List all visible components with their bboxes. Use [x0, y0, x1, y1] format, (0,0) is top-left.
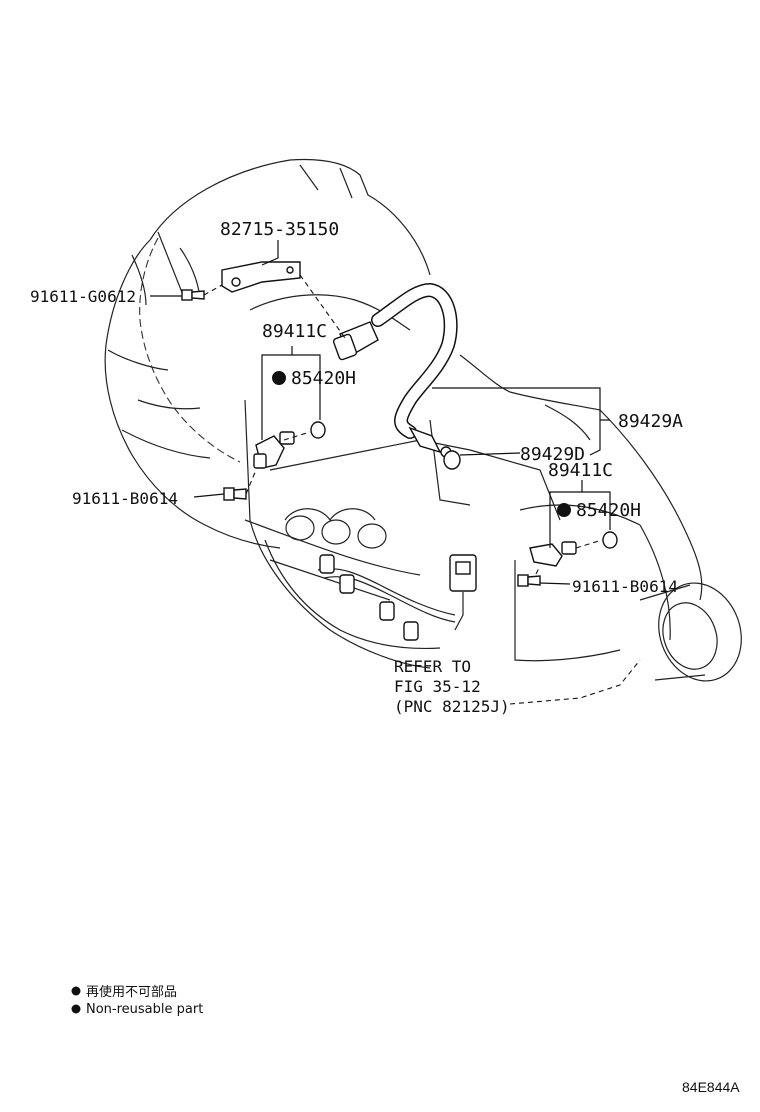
- label-sensor-right: 89411C: [548, 460, 613, 481]
- legend-text-en: Non-reusable part: [86, 1002, 203, 1017]
- non-reusable-mark-left: [272, 371, 286, 385]
- bolt-right: [517, 574, 541, 587]
- refer-line-3: (PNC 82125J): [394, 697, 510, 716]
- label-bolt-left: 91611-B0614: [72, 489, 178, 508]
- legend-dot-en: [71, 1004, 81, 1014]
- sensor-bracket: [221, 261, 301, 293]
- crank-pulley: [639, 582, 742, 682]
- non-reusable-mark-right: [557, 503, 571, 517]
- label-oring-left: 85420H: [291, 368, 356, 389]
- sensor-mid: [443, 450, 461, 470]
- label-oring-right: 85420H: [576, 500, 641, 521]
- transmission-housing: [104, 158, 431, 549]
- refer-line-2: FIG 35-12: [394, 677, 481, 696]
- legend-dot-jp: [71, 986, 81, 996]
- o-ring-right: [602, 531, 618, 549]
- leader-lines: [150, 240, 641, 705]
- o-ring-left: [310, 421, 326, 439]
- crank-sensor-left: [253, 431, 295, 469]
- bolt-top: [181, 289, 205, 301]
- figure-code: 84E844A: [682, 1079, 740, 1095]
- bolt-left: [223, 487, 247, 501]
- label-bolt-right: 91611-B0614: [572, 577, 678, 596]
- label-bolt-top: 91611-G0612: [30, 287, 136, 306]
- refer-line-1: REFER TO: [394, 657, 471, 676]
- engine-block: [244, 294, 703, 669]
- engine-wiring-harness: [317, 554, 477, 641]
- crank-sensor-right: [529, 541, 577, 567]
- label-sensor-left: 89411C: [262, 321, 327, 342]
- label-sensor-mid: 89429D: [520, 444, 585, 465]
- label-bracket: 82715-35150: [220, 219, 339, 240]
- legend: 再使用不可部品 Non-reusable part: [71, 984, 203, 1017]
- label-harness: 89429A: [618, 411, 683, 432]
- legend-text-jp: 再使用不可部品: [86, 984, 177, 1000]
- wire-harness-89429A: [332, 283, 458, 458]
